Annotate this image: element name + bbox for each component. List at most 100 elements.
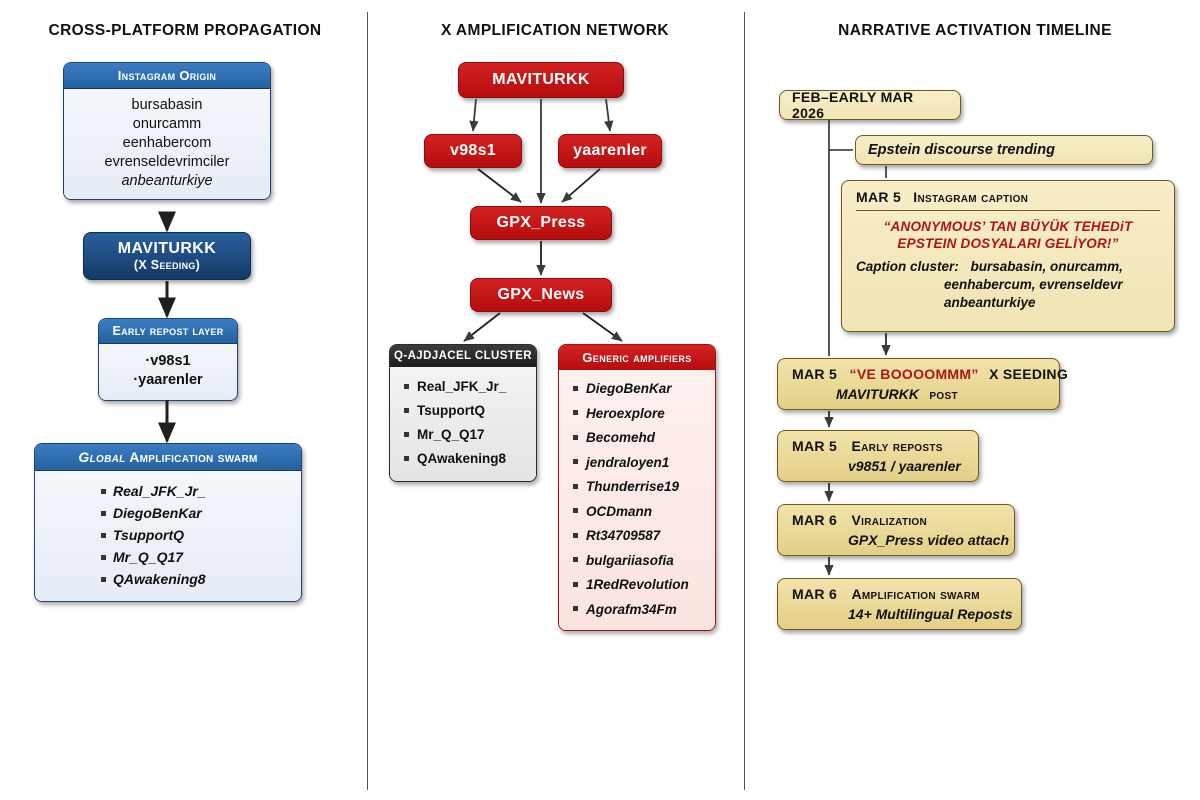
list-item: Mr_Q_Q17 xyxy=(97,546,293,568)
card-q-cluster[interactable]: Q-AJDJACEL CLUSTER Real_JFK_Jr_ Tsupport… xyxy=(389,344,537,482)
node-v98s1-label: v98s1 xyxy=(450,142,496,159)
node-gpx-press-label: GPX_Press xyxy=(496,214,586,231)
event-title: X SEEDING xyxy=(989,366,1069,382)
event-date: MAR 6 xyxy=(792,586,838,602)
connector-news-to-qcluster xyxy=(463,312,501,342)
card-global-swarm-header-rest: Amplification swarm xyxy=(129,449,258,465)
list-item: Mr_Q_Q17 xyxy=(398,423,528,447)
connector-root-to-yaarenler xyxy=(604,98,614,132)
card-instagram-origin-header: Instagram Origin xyxy=(64,63,270,89)
card-instagram-origin-body: bursabasin onurcamm eenhabercom evrensel… xyxy=(64,89,270,199)
event-quote: “VE BOOOOMMM” xyxy=(849,366,979,382)
bullet-square-icon xyxy=(573,581,578,587)
card-early-repost-layer-body: ·v98s1 ·yaarenler xyxy=(99,344,237,400)
bullet-square-icon xyxy=(404,431,409,437)
card-global-amplification-swarm[interactable]: Global Amplification swarm Real_JFK_Jr_ … xyxy=(34,443,302,602)
event-title: Viralization xyxy=(851,512,928,528)
timeline-period[interactable]: FEB–EARLY MAR 2026 xyxy=(779,89,961,121)
connector-yaarenler-to-press xyxy=(561,168,601,203)
list-item: Rt34709587 xyxy=(567,524,707,549)
quote-line-1: “ANONYMOUS’ TAN BÜYÜK TEHEDiT xyxy=(883,219,1133,234)
bullet-square-icon xyxy=(573,532,578,538)
card-early-repost-layer[interactable]: Early repost layer ·v98s1 ·yaarenler xyxy=(98,318,238,401)
account-name: TsupportQ xyxy=(113,527,185,543)
column-divider-2 xyxy=(744,12,745,790)
column-title-middle: X Amplification Network xyxy=(441,22,669,39)
timeline-event-seeding[interactable]: MAR 5 “VE BOOOOMMM” X SEEDING MAVITURKK … xyxy=(777,358,1068,410)
list-item: DiegoBenKar xyxy=(97,502,293,524)
card-generic-amplifiers[interactable]: Generic amplifiers DiegoBenKar Heroexplo… xyxy=(558,344,716,631)
bullet-square-icon xyxy=(573,385,578,391)
card-q-cluster-body: Real_JFK_Jr_ TsupportQ Mr_Q_Q17 QAwakeni… xyxy=(390,367,536,481)
timeline-caption-header: MAR 5 Instagram caption xyxy=(856,189,1160,211)
list-item: QAwakening8 xyxy=(398,447,528,471)
timeline-caption-cluster: Caption cluster: bursabasin, onurcamm, e… xyxy=(856,258,1160,312)
bullet-square-icon xyxy=(404,455,409,461)
event-sub: 14+ Multilingual Reposts xyxy=(848,606,1013,622)
timeline-event-amplification-swarm[interactable]: MAR 6 Amplification swarm 14+ Multilingu… xyxy=(777,578,1022,630)
timeline-event-viralization[interactable]: MAR 6 Viralization GPX_Press video attac… xyxy=(777,504,1015,556)
card-global-swarm-body: Real_JFK_Jr_ DiegoBenKar TsupportQ Mr_Q_… xyxy=(35,471,301,601)
bullet-square-icon xyxy=(404,407,409,413)
list-item: DiegoBenKar xyxy=(567,377,707,402)
event-sub-strong: MAVITURKK xyxy=(836,386,919,402)
account-name: Real_JFK_Jr_ xyxy=(113,483,206,499)
account-name: onurcamm xyxy=(132,116,202,132)
list-item: bulgariiasofia xyxy=(567,549,707,574)
node-maviturkk-sublabel: (X Seeding) xyxy=(133,258,201,272)
event-sub: GPX_Press video attach xyxy=(848,532,1010,548)
timeline-event-row: MAR 5 Early reposts xyxy=(792,438,964,456)
list-item: Agorafm34Fm xyxy=(567,598,707,623)
list-item: QAwakening8 xyxy=(97,568,293,590)
card-global-swarm-header-emph: Global xyxy=(78,449,126,465)
bullet-square-icon xyxy=(573,508,578,514)
account-name: DiegoBenKar xyxy=(113,505,202,521)
bullet-square-icon xyxy=(573,557,578,563)
node-maviturkk-seeding[interactable]: MAVITURKK (X Seeding) xyxy=(83,232,251,280)
node-gpx-news[interactable]: GPX_News xyxy=(470,278,612,312)
card-q-cluster-header: Q-AJDJACEL CLUSTER xyxy=(390,345,536,367)
card-early-repost-layer-header: Early repost layer xyxy=(99,319,237,344)
account-name: evrenseldevrimciler xyxy=(104,154,230,170)
node-gpx-press[interactable]: GPX_Press xyxy=(470,206,612,240)
account-name: eenhabercom xyxy=(122,135,212,151)
account-name: bursabasin xyxy=(131,97,203,113)
connector-root-to-v98s1 xyxy=(469,98,479,132)
quote-line-2: EPSTEIN DOSYALARI GELİYOR!” xyxy=(897,236,1119,251)
bullet-square-icon xyxy=(573,434,578,440)
account-name: QAwakening8 xyxy=(417,451,507,466)
bullet-square-icon xyxy=(404,383,409,389)
account-name: Thunderrise19 xyxy=(586,479,680,494)
card-instagram-origin[interactable]: Instagram Origin bursabasin onurcamm een… xyxy=(63,62,271,200)
list-item: Becomehd xyxy=(567,426,707,451)
event-sub-tail: post xyxy=(929,386,958,402)
cluster-line-1: bursabasin, onurcamm, xyxy=(970,259,1123,274)
node-maviturkk-root[interactable]: MAVITURKK xyxy=(458,62,624,98)
event-date: MAR 5 xyxy=(792,366,838,382)
column-title-right: Narrative Activation Timeline xyxy=(838,22,1112,39)
node-maviturkk-label: MAVITURKK xyxy=(117,240,217,257)
bullet-square-icon xyxy=(101,576,106,582)
timeline-trending-label: Epstein discourse trending xyxy=(868,142,1055,158)
cluster-line-3: anbeanturkiye xyxy=(944,295,1036,310)
bullet-square-icon xyxy=(573,459,578,465)
bullet-square-icon xyxy=(101,510,106,516)
node-yaarenler[interactable]: yaarenler xyxy=(558,134,662,168)
list-item: Real_JFK_Jr_ xyxy=(97,480,293,502)
timeline-event-subrow: MAVITURKK post xyxy=(792,386,1045,404)
list-item: Thunderrise19 xyxy=(567,475,707,500)
timeline-event-early-reposts[interactable]: MAR 5 Early reposts v9851 / yaarenler xyxy=(777,430,979,482)
card-generic-amplifiers-header: Generic amplifiers xyxy=(559,345,715,370)
account-name: ·v98s1 xyxy=(145,353,191,369)
event-title: Amplification swarm xyxy=(851,586,980,602)
list-item: OCDmann xyxy=(567,500,707,525)
account-name: jendraloyen1 xyxy=(586,454,670,470)
account-name: ·yaarenler xyxy=(133,372,203,388)
column-title-left: Cross-Platform Propagation xyxy=(48,22,322,39)
timeline-caption-card[interactable]: MAR 5 Instagram caption “ANONYMOUS’ TAN … xyxy=(841,180,1175,332)
node-v98s1[interactable]: v98s1 xyxy=(424,134,522,168)
timeline-event-subrow: 14+ Multilingual Reposts xyxy=(792,606,1013,624)
timeline-trending[interactable]: Epstein discourse trending xyxy=(855,135,1153,165)
account-name: 1RedRevolution xyxy=(586,577,689,592)
